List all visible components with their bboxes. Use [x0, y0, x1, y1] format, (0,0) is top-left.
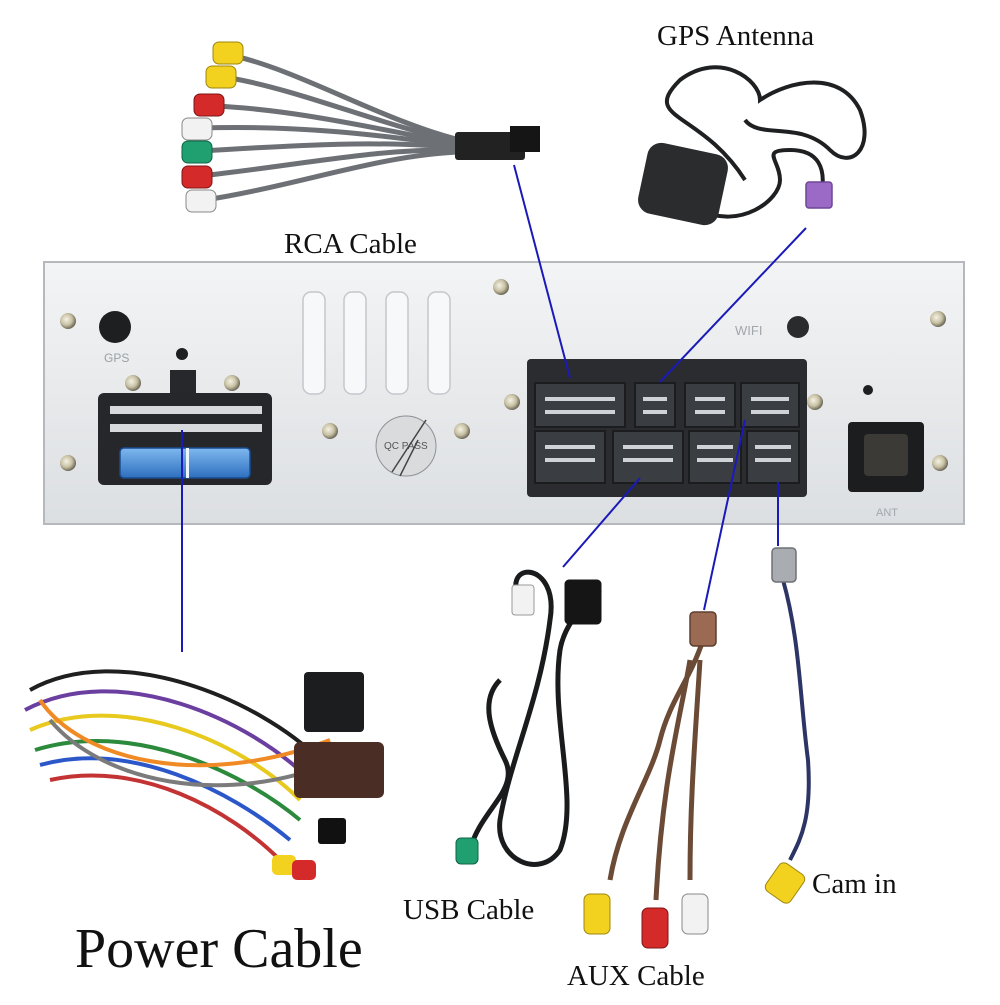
wifi-marking: WIFI: [735, 323, 762, 338]
rca-plugs: [181, 41, 244, 213]
vent-slots: [302, 291, 451, 395]
radio-back-panel: GPS WIFI QC PASS ANT: [43, 261, 965, 525]
gps-antenna-illustration: [638, 65, 867, 226]
power-cable-label: Power Cable: [75, 918, 363, 980]
multi-connector-port: [527, 359, 807, 497]
usb-cable-illustration: [455, 569, 602, 867]
callout-usb: [562, 477, 641, 568]
cam-cable-illustration: [764, 547, 811, 904]
rca-cable-label: RCA Cable: [284, 228, 417, 260]
callout-lines: [181, 164, 807, 652]
gps-antenna-label: GPS Antenna: [657, 20, 815, 52]
usb-cable-label: USB Cable: [403, 894, 535, 926]
gps-marking: GPS: [104, 351, 129, 365]
wifi-jack: [787, 316, 809, 338]
rca-cable-illustration: [181, 41, 540, 213]
callout-gps: [659, 227, 807, 383]
svg-text:QC PASS: QC PASS: [384, 441, 428, 452]
aux-cable-illustration: [583, 611, 717, 949]
callout-rca: [513, 164, 571, 379]
antenna-socket: ANT: [848, 385, 924, 519]
callout-aux: [703, 419, 746, 611]
panel-screws: [60, 279, 948, 471]
svg-text:ANT: ANT: [876, 507, 898, 519]
cam-in-label: Cam in: [812, 868, 897, 900]
qc-pass-sticker: QC PASS: [375, 415, 437, 477]
power-connector-port: [98, 370, 272, 485]
gps-jack: [99, 311, 131, 343]
power-cable-illustration: [24, 669, 384, 882]
fuse-block: [119, 447, 251, 479]
aux-cable-label: AUX Cable: [567, 960, 705, 992]
